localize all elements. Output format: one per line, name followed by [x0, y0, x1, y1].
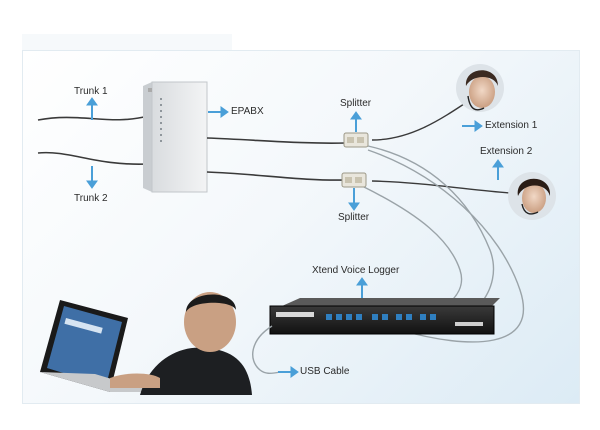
headset-agent-icon — [456, 64, 504, 112]
top-band — [22, 34, 232, 50]
extension-1-label: Extension 1 — [485, 120, 538, 131]
trunk-1-label: Trunk 1 — [74, 86, 108, 97]
epabx-box-icon — [143, 81, 208, 193]
splitter-to-extension-cables — [371, 99, 511, 194]
splitter-icon — [343, 132, 369, 148]
epabx-to-splitter-cables — [206, 137, 347, 181]
splitter-top-label: Splitter — [340, 98, 372, 109]
epabx-label: EPABX — [231, 106, 264, 117]
usb-cable-line — [252, 325, 281, 375]
trunk-2-label: Trunk 2 — [74, 193, 108, 204]
splitter-icon — [341, 172, 367, 188]
user-at-laptop-icon — [110, 292, 252, 395]
label-arrows — [86, 97, 504, 378]
voice-logger-label: Xtend Voice Logger — [312, 265, 400, 276]
trunk-cables — [37, 115, 149, 165]
extension-2-label: Extension 2 — [480, 146, 533, 157]
headset-agent-icon — [508, 172, 556, 220]
voice-logger-device-icon — [269, 298, 500, 335]
usb-cable-label: USB Cable — [300, 366, 350, 377]
splitter-bottom-label: Splitter — [338, 212, 370, 223]
